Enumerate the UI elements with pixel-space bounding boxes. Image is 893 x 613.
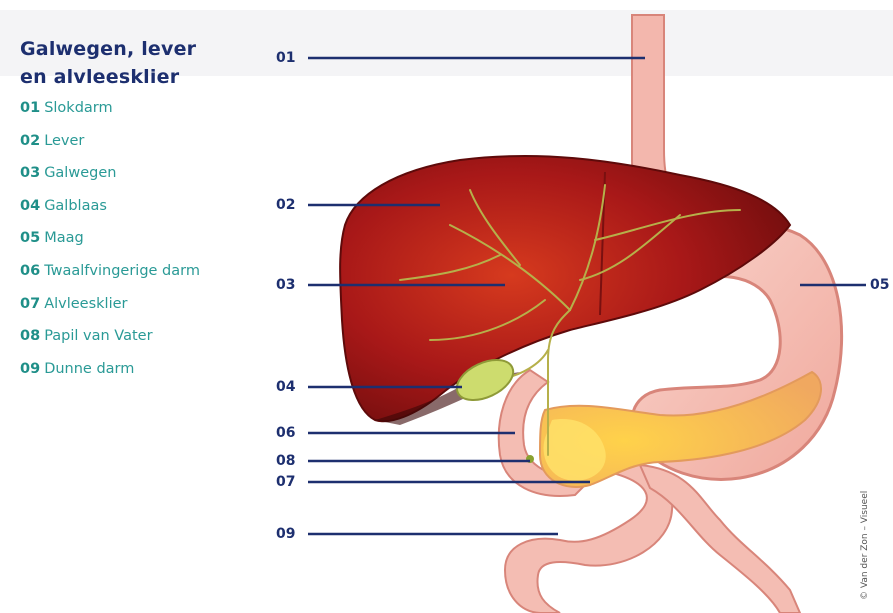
callout-05: 05 bbox=[870, 277, 889, 293]
callout-06: 06 bbox=[276, 425, 295, 441]
callout-02: 02 bbox=[276, 197, 295, 213]
callout-08: 08 bbox=[276, 453, 295, 469]
callout-01: 01 bbox=[276, 50, 295, 66]
callout-09: 09 bbox=[276, 526, 295, 542]
callout-07: 07 bbox=[276, 474, 295, 490]
callout-03: 03 bbox=[276, 277, 295, 293]
callout-04: 04 bbox=[276, 379, 295, 395]
image-credit: © Van der Zon – Visueel bbox=[860, 491, 870, 600]
